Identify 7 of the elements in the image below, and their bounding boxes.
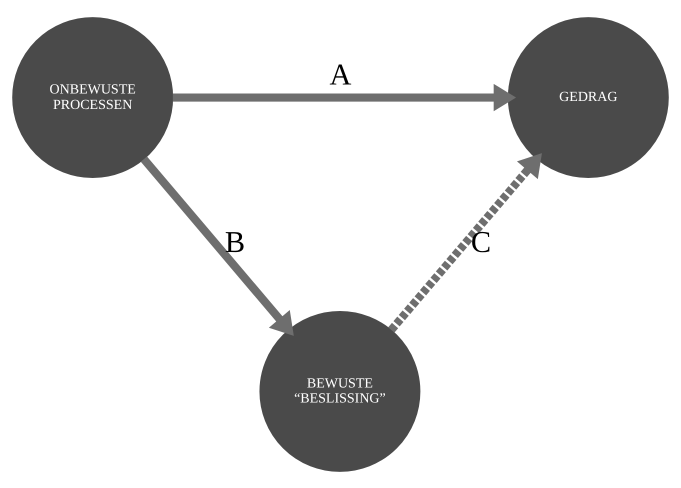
arrow: [172, 83, 516, 111]
edge-label: C: [470, 224, 492, 258]
edge-label: A: [330, 56, 352, 91]
edge-label: B: [224, 224, 246, 258]
arrow: [140, 156, 294, 336]
node-circle: ONBEWUSTE PROCESSEN: [12, 16, 174, 178]
arrow: [388, 152, 542, 332]
